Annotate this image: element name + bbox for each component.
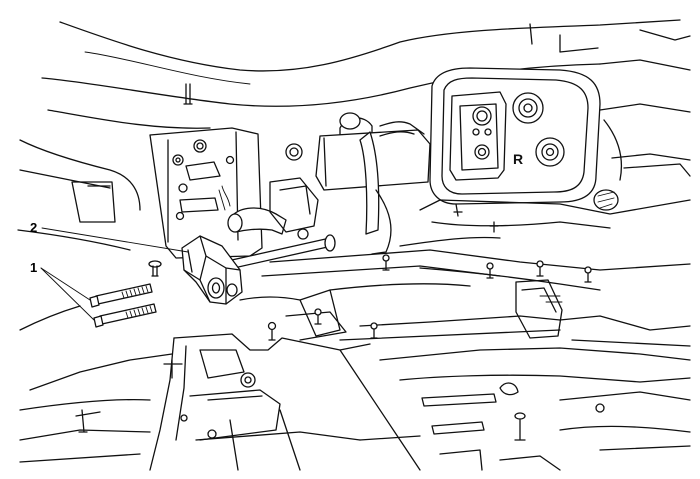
engine-mount-bracket (181, 235, 243, 305)
left-wheelhouse (17, 139, 141, 331)
bolts (89, 260, 162, 328)
callout-2-label: 2 (30, 220, 37, 235)
hose-assembly (227, 112, 431, 255)
callout-1-label: 1 (30, 260, 37, 275)
lower-subframe (19, 333, 691, 471)
r-casting-mark: R (513, 151, 523, 167)
crossmember (239, 221, 691, 347)
callout-2: 2 (30, 220, 189, 253)
bolt-loose (148, 260, 162, 277)
callout-1: 1 (30, 260, 95, 321)
bolt-lower (93, 303, 157, 328)
bolt-upper (89, 283, 153, 308)
right-panel: R (419, 67, 691, 229)
